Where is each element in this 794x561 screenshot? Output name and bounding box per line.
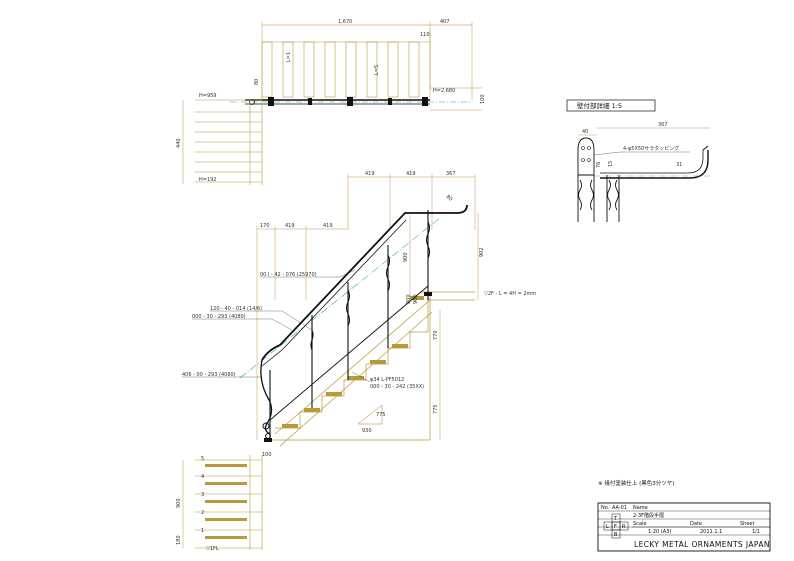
- elev-right-900: 900: [403, 252, 409, 262]
- lower-steps: [195, 455, 263, 550]
- elev-leaders: [182, 269, 371, 383]
- tb-date-label: Date: [690, 521, 702, 527]
- tb-sheet-value: 1/1: [752, 529, 760, 535]
- elev-top-419b: 419: [406, 171, 416, 177]
- tb-name-value: 2-3F階段手摺: [633, 512, 664, 519]
- detail-dim-76: 76: [596, 162, 602, 168]
- detail-side-15: 15: [608, 161, 614, 167]
- label-post-000: 000 - 30 - 242 (35XX): [370, 384, 424, 390]
- plan-side-100: 100: [480, 94, 486, 104]
- lower-step-5: 5: [201, 456, 204, 462]
- elev-small-800: 800: [406, 294, 412, 304]
- elev-top-367: 367: [446, 171, 456, 177]
- detail-dim-31: 31: [676, 162, 682, 168]
- tb-t-letter: T: [613, 516, 618, 522]
- elev-left-419b: 419: [323, 223, 333, 229]
- elev-bottom-100: 100: [262, 452, 272, 458]
- plan-h-192: H=192: [199, 177, 217, 183]
- plan-view: 1,670 407 110 L=1 L=5 H=2,6: [176, 19, 486, 185]
- plan-label-l1: L=1: [286, 52, 292, 62]
- detail-posts: [577, 175, 620, 222]
- plan-small-110: 110: [420, 32, 430, 38]
- tb-no-label: No.: [601, 505, 610, 511]
- plan-left-440: 440: [176, 138, 182, 148]
- label-bar-000-30: 000 - 30 - 293 (4080): [192, 314, 246, 320]
- elev-mid-775: 775: [433, 404, 439, 414]
- tb-company: LECKY METAL ORNAMENTS JAPAN: [634, 540, 770, 549]
- plan-total-width: 1,670: [338, 19, 352, 25]
- lower-step-4: 4: [201, 474, 204, 480]
- detail-dim-40: 40: [582, 129, 588, 135]
- label-rail-top: 00 l - 42 - 076 (25970): [260, 272, 317, 278]
- tb-scale-value: 1:20 (A3): [648, 529, 671, 535]
- tb-b-letter: B: [614, 532, 618, 538]
- detail-dim-367: 367: [658, 122, 668, 128]
- elevation-view: 419 419 367 170 419 419: [182, 171, 536, 458]
- tb-f-letter: F: [614, 524, 617, 530]
- elev-treads: [282, 296, 424, 428]
- elev-posts: [269, 210, 431, 440]
- elev-stair-steps: [270, 291, 475, 447]
- lower-floor-dim: 180: [176, 535, 182, 545]
- tb-l-letter: L: [606, 524, 609, 530]
- plan-h-959: H=959: [199, 93, 217, 99]
- plan-treads: [261, 30, 431, 98]
- lower-section: 5 4 3 2 1 900 180 ▽1FL: [176, 455, 263, 552]
- detail-title: 壁付部詳細 1:5: [577, 101, 622, 110]
- elev-stair-930: 930: [362, 428, 372, 434]
- plan-h-2680: H=2,680: [433, 88, 455, 94]
- tb-r-letter: R: [622, 524, 626, 530]
- plan-right-width: 407: [440, 19, 450, 25]
- tb-sheet-label: Sheet: [740, 521, 754, 527]
- lower-treads: [205, 464, 247, 539]
- lower-left-dim: 900: [176, 498, 182, 508]
- tb-scale-label: Scale: [633, 521, 646, 527]
- elev-corner-80: 80: [445, 194, 454, 203]
- title-block: No. AA-01 Name 2-3F階段手摺 Scale 1:20 (A3) …: [597, 502, 771, 552]
- lower-step-3: 3: [201, 492, 204, 498]
- detail-tapping-label: 4-φ5X50サラタッピング: [623, 145, 679, 152]
- plan-side-80: 80: [254, 79, 260, 85]
- elev-right-902: 902: [479, 247, 485, 257]
- lower-step-2: 2: [201, 510, 204, 516]
- elev-left-419a: 419: [285, 223, 295, 229]
- plan-label-l2: L=5: [374, 65, 380, 75]
- plan-left-landing: [195, 99, 263, 185]
- wall-detail: 壁付部詳細 1:5 367 40 76 15 31 4-φ5X50サ: [566, 99, 710, 222]
- label-bar-120: 120 - 40 - 014 (14/6): [210, 306, 262, 312]
- elev-left-170: 170: [260, 223, 270, 229]
- elev-top-419a: 419: [365, 171, 375, 177]
- lower-step-1: 1: [201, 528, 204, 534]
- elev-level-label: ▽2F - L = 4H = 2mm: [484, 291, 536, 297]
- elev-stair-775: 775: [376, 412, 386, 418]
- lower-floor-label: ▽1FL: [206, 546, 219, 552]
- tb-date-value: 2011.1.1: [700, 529, 722, 535]
- label-bar-406: 406 - 00 - 293 (4080): [182, 372, 236, 378]
- elev-mid-770: 770: [433, 330, 439, 340]
- tb-no-value: AA-01: [612, 505, 627, 511]
- tb-name-label: Name: [633, 505, 648, 511]
- label-post-lpf: φ34 L-PF5012: [370, 377, 404, 383]
- finish-note: ※ 焼付塗装仕上 (黒色3分ツヤ): [598, 479, 674, 487]
- elev-small-900: 900: [413, 294, 419, 304]
